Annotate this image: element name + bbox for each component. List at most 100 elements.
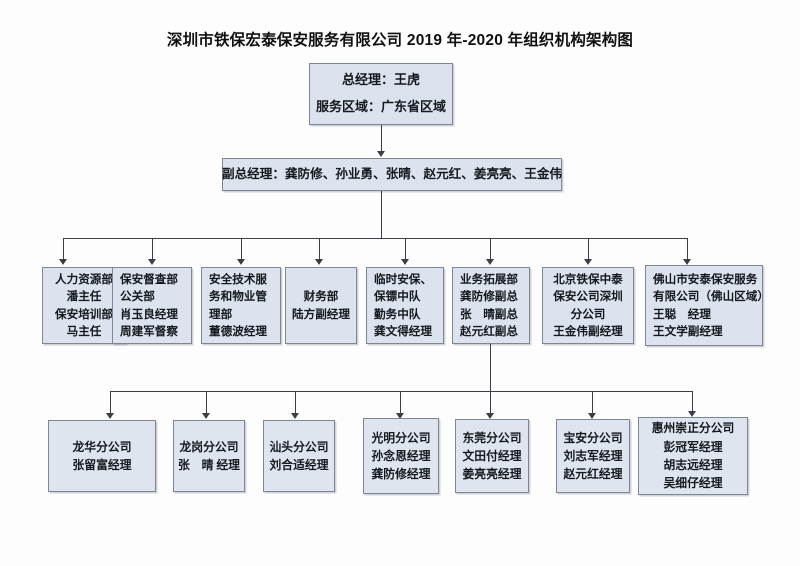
drop-dept-1: [63, 238, 65, 261]
dept-6-line-3: 张 晴副总: [460, 307, 518, 321]
dept-8-line-3: 王聪 经理: [653, 307, 711, 321]
node-department-business-development[interactable]: 业务拓展部 龚防修副总 张 晴副总 赵元红副总: [452, 267, 530, 344]
node-branch-dongguan[interactable]: 东莞分公司 文田付经理 姜亮亮经理: [455, 419, 529, 493]
dept-3-line-3: 理部: [209, 307, 233, 321]
dept-4-line-2: 陆方副经理: [292, 307, 350, 321]
node-branch-beijing-tiebao-shenzhen[interactable]: 北京铁保中泰 保安公司深圳 分公司 王金伟副经理: [542, 267, 634, 344]
connector-gm-to-deputy: [381, 125, 383, 153]
node-department-security-tech[interactable]: 安全技术服 务和物业管 理部 董德波经理: [201, 267, 281, 344]
dept-2-line-3: 肖玉良经理: [120, 307, 178, 321]
node-branch-baoan[interactable]: 宝安分公司 刘志军经理 赵元红经理: [556, 419, 630, 493]
dept-1-line-1: 人力资源部: [55, 272, 113, 286]
branch-1-line-2: 张留富经理: [72, 458, 132, 472]
branch-5-line-1: 东莞分公司: [462, 430, 522, 445]
arrow-dept-2: [148, 259, 156, 265]
branch-3-line-1: 汕头分公司: [269, 439, 329, 454]
deputy-line-1: 副总经理：龚防修、孙业勇、张晴、赵元红、姜亮亮、王金伟: [221, 166, 563, 181]
drop-dept-7: [588, 238, 590, 261]
dept-8-line-2: 有限公司（佛山区域）: [653, 290, 769, 304]
arrow-branch-7: [688, 411, 696, 417]
drop-dept-5: [405, 238, 407, 261]
drop-dept-8: [687, 238, 689, 261]
drop-branch-5: [490, 391, 492, 415]
branch-5-line-3: 姜亮亮经理: [462, 467, 522, 482]
arrow-branch-2: [202, 413, 210, 419]
dept-6-line-4: 赵元红副总: [460, 324, 518, 338]
dept-5-line-3: 勤务中队: [374, 307, 421, 321]
branch-4-line-1: 光明分公司: [371, 430, 431, 445]
node-branch-longgang[interactable]: 龙岗分公司 张 晴 经理: [173, 420, 245, 492]
branch-1-line-1: 龙华分公司: [72, 439, 132, 454]
drop-branch-3: [295, 391, 297, 415]
dept-7-line-2: 保安公司深圳: [553, 290, 623, 304]
dept-8-line-4: 王文学副经理: [653, 324, 723, 338]
branch-3-line-2: 刘合适经理: [269, 458, 329, 472]
branch-6-line-3: 赵元红经理: [563, 467, 623, 482]
node-branch-guangming[interactable]: 光明分公司 孙念恩经理 龚防修经理: [363, 418, 439, 494]
connector-deputy-to-bus: [381, 191, 383, 239]
branch-2-line-2: 张 晴 经理: [178, 458, 240, 472]
arrow-dept-6: [486, 259, 494, 265]
drop-dept-6: [490, 238, 492, 261]
drop-dept-2: [152, 238, 154, 261]
dept-5-line-1: 临时安保、: [374, 272, 432, 286]
node-deputy-managers[interactable]: 副总经理：龚防修、孙业勇、张晴、赵元红、姜亮亮、王金伟: [222, 158, 562, 191]
arrow-deputy: [377, 151, 385, 157]
dept-7-line-1: 北京铁保中泰: [553, 272, 623, 286]
arrow-branch-6: [588, 413, 596, 419]
dept-2-line-2: 公关部: [120, 290, 155, 304]
dept-7-line-3: 分公司: [570, 307, 606, 321]
page-title: 深圳市铁保宏泰保安服务有限公司 2019 年-2020 年组织机构架构图: [166, 32, 634, 49]
branch-4-line-3: 龚防修经理: [371, 467, 431, 482]
dept-1-line-4: 马主任: [66, 324, 102, 338]
drop-branch-2: [206, 391, 208, 415]
drop-branch-4: [400, 391, 402, 415]
branch-2-line-1: 龙岗分公司: [179, 439, 239, 454]
node-company-foshan-antai[interactable]: 佛山市安泰保安服务 有限公司（佛山区域） 王聪 经理 王文学副经理: [645, 265, 769, 346]
node-branch-huizhou-chongzheng[interactable]: 惠州崇正分公司 彭冠军经理 胡志远经理 吴细仔经理: [638, 417, 748, 495]
drop-dept-4: [319, 238, 321, 261]
dept-3-line-1: 安全技术服: [209, 272, 267, 286]
arrow-branch-3: [291, 413, 299, 419]
node-branch-longhua[interactable]: 龙华分公司 张留富经理: [48, 420, 156, 492]
dept-2-line-1: 保安督查部: [120, 272, 178, 286]
branch-7-line-4: 吴细仔经理: [663, 476, 723, 491]
node-department-supervision[interactable]: 保安督查部 公关部 肖玉良经理 周建军督察: [112, 267, 192, 344]
branch-4-line-2: 孙念恩经理: [371, 448, 431, 463]
node-general-manager[interactable]: 总经理：王虎 服务区域：广东省区域: [309, 63, 453, 125]
arrow-dept-1: [59, 259, 67, 265]
drop-dept-3: [241, 238, 243, 261]
dept-6-line-1: 业务拓展部: [460, 272, 518, 286]
dept-1-line-3: 保安培训部: [55, 307, 113, 321]
drop-branch-1: [110, 391, 112, 415]
dept-2-line-4: 周建军督察: [120, 324, 178, 338]
branch-6-line-2: 刘志军经理: [563, 448, 623, 463]
branch-7-line-1: 惠州崇正分公司: [651, 421, 735, 436]
connector-bizdev-to-branch-bus: [490, 344, 492, 392]
node-department-finance[interactable]: 财务部 陆方副经理: [285, 267, 357, 344]
drop-branch-6: [592, 391, 594, 415]
dept-1-line-2: 潘主任: [66, 290, 102, 304]
arrow-dept-3: [237, 259, 245, 265]
drop-branch-7: [692, 391, 694, 413]
arrow-dept-8: [683, 259, 691, 265]
dept-6-line-2: 龚防修副总: [460, 290, 518, 304]
gm-line-2: 服务区域：广东省区域: [315, 99, 446, 114]
arrow-dept-7: [584, 259, 592, 265]
dept-3-line-4: 董德波经理: [209, 324, 267, 338]
arrow-dept-4: [315, 259, 323, 265]
arrow-branch-4: [396, 413, 404, 419]
gm-line-1: 总经理：王虎: [341, 72, 420, 88]
dept-3-line-2: 务和物业管: [209, 290, 267, 304]
arrow-branch-1: [106, 413, 114, 419]
dept-5-line-4: 龚文得经理: [374, 324, 432, 338]
arrow-branch-5: [486, 413, 494, 419]
node-department-temporary-security[interactable]: 临时安保、 保镖中队 勤务中队 龚文得经理: [366, 267, 444, 344]
branch-7-line-2: 彭冠军经理: [663, 439, 723, 454]
branch-6-line-1: 宝安分公司: [563, 430, 623, 445]
dept-7-line-4: 王金伟副经理: [553, 324, 623, 338]
node-branch-shantou[interactable]: 汕头分公司 刘合适经理: [263, 420, 335, 492]
dept-8-line-1: 佛山市安泰保安服务: [653, 272, 758, 286]
dept-5-line-2: 保镖中队: [374, 290, 421, 304]
